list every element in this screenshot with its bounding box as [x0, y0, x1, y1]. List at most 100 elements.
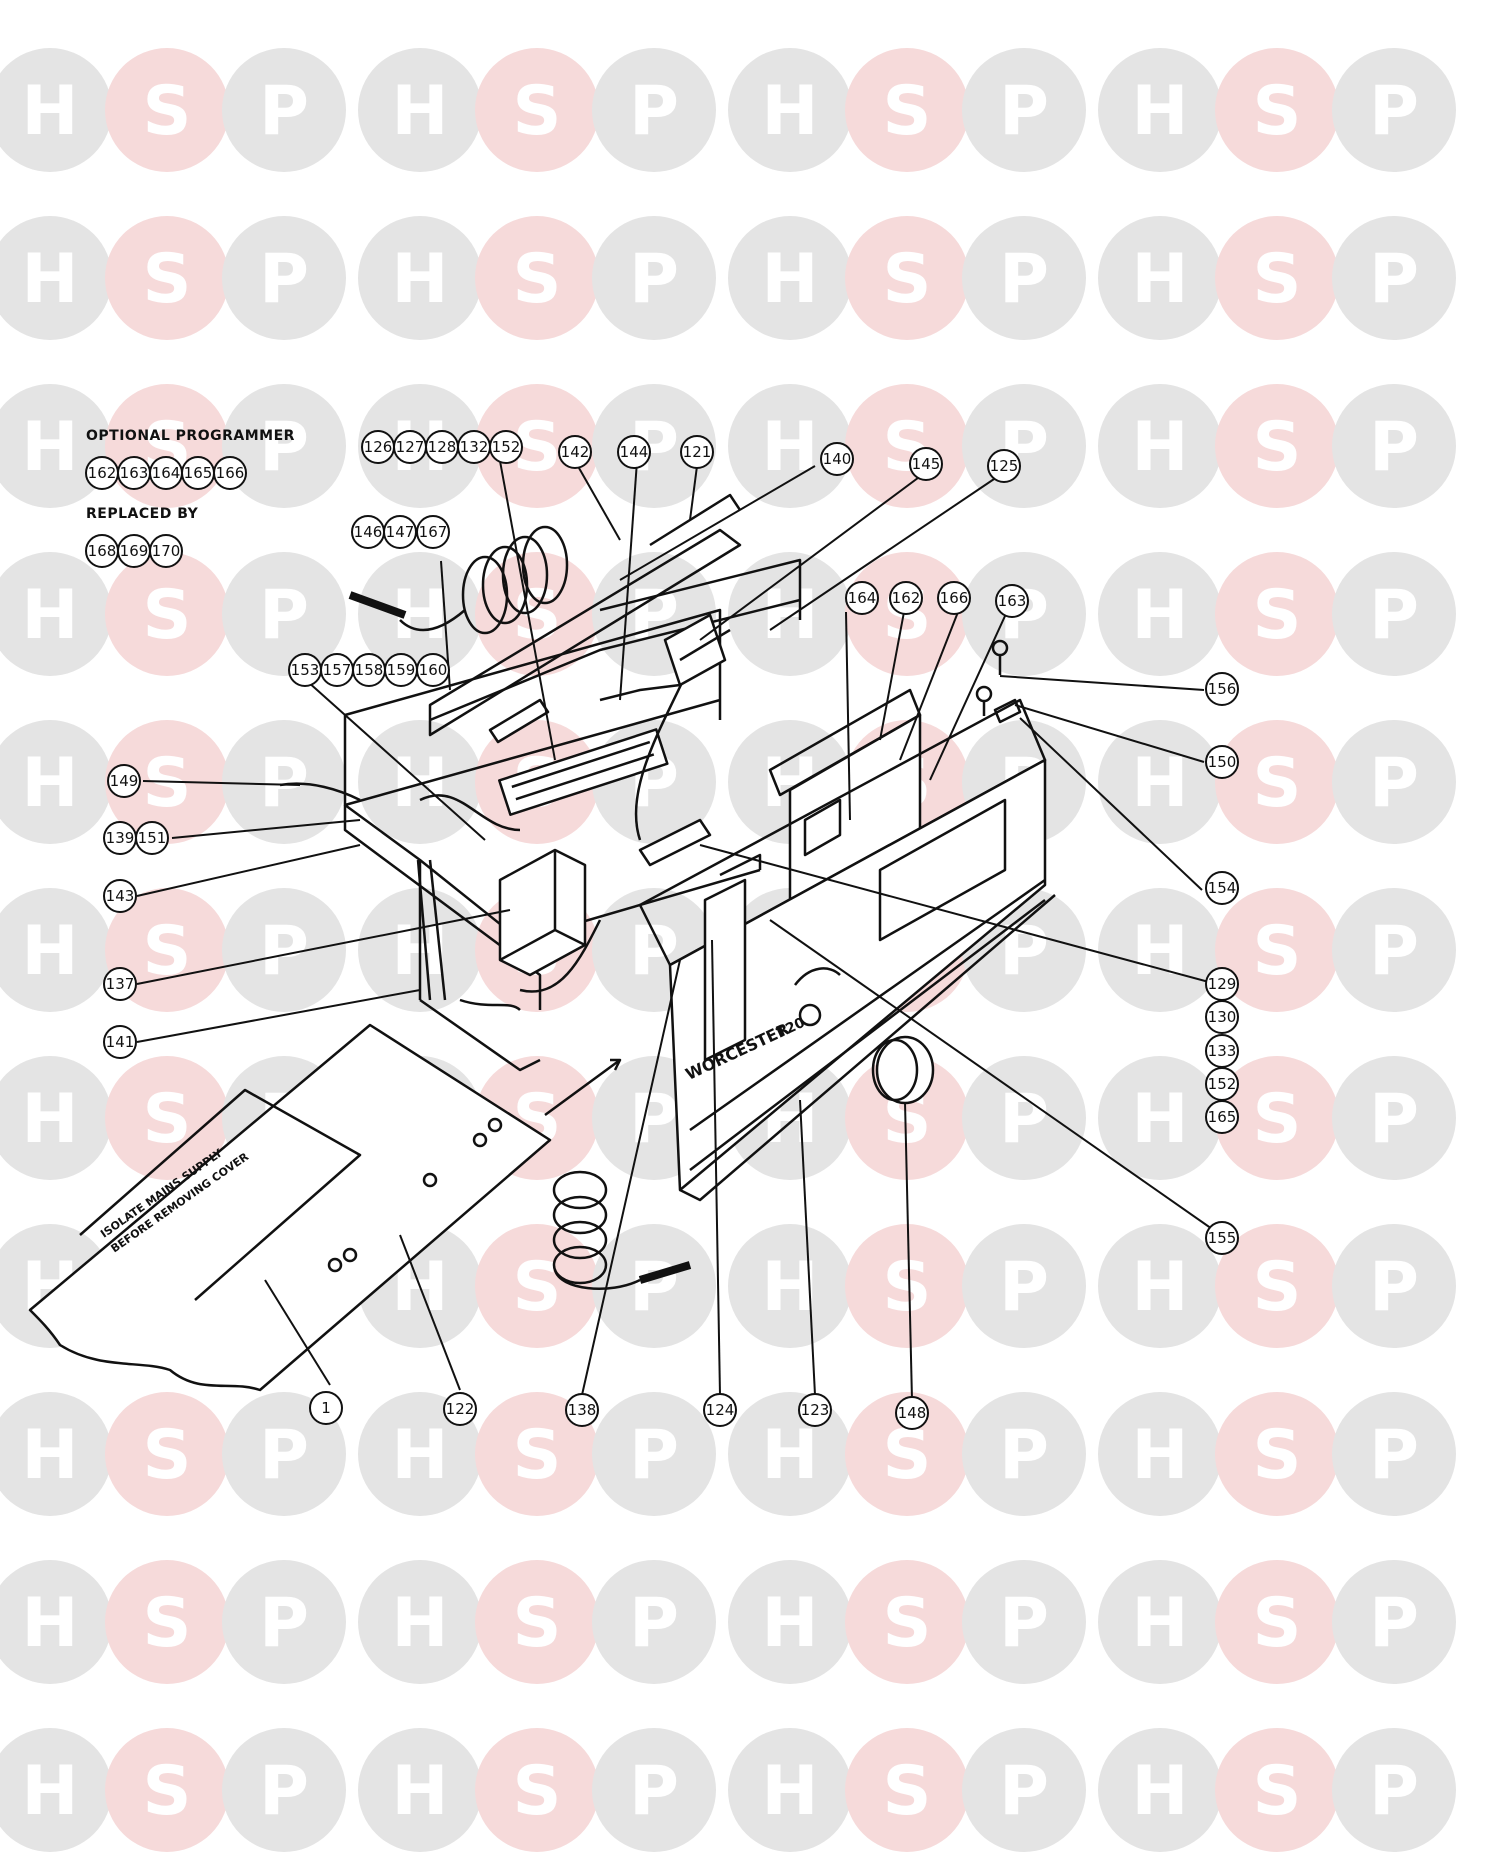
watermark-circle: [845, 1392, 969, 1516]
watermark-letter: P: [259, 408, 309, 487]
watermark-letter: S: [1253, 912, 1302, 991]
watermark-letter: S: [883, 1584, 932, 1663]
watermark-letter: S: [883, 1752, 932, 1831]
callout-121: 121: [683, 443, 712, 461]
watermark-letter: S: [143, 912, 192, 991]
watermark-circle: [222, 720, 346, 844]
callout-149: 149: [110, 772, 139, 790]
watermark-circle: [962, 216, 1086, 340]
watermark-letter: H: [22, 744, 79, 823]
watermark-circle: [1215, 216, 1339, 340]
callout-139: 139: [106, 829, 135, 847]
watermark-circle: [1332, 1224, 1456, 1348]
watermark-letter: P: [1369, 744, 1419, 823]
callout-166: 166: [940, 589, 969, 607]
callout-142: 142: [561, 443, 590, 461]
callout-159: 159: [387, 661, 416, 679]
callout-152-a: 152: [492, 438, 521, 456]
watermark-circle: [1098, 1056, 1222, 1180]
watermark-circle: [222, 384, 346, 508]
watermark-letter: S: [1253, 744, 1302, 823]
watermark-letter: P: [999, 1248, 1049, 1327]
replacement-part-169: 169: [120, 542, 149, 560]
watermark-letter: H: [392, 240, 449, 319]
callout-group-139: 139 151: [103, 821, 169, 855]
watermark-letter: P: [1369, 72, 1419, 151]
callout-group-153: 153 157 158 159 160: [288, 653, 450, 687]
replacement-part-170: 170: [152, 542, 181, 560]
watermark-letter: H: [22, 408, 79, 487]
watermark-circle: [1332, 552, 1456, 676]
callout-127: 127: [396, 438, 425, 456]
watermark-circle: [358, 1560, 482, 1684]
optional-part-164: 164: [152, 464, 181, 482]
watermark-letter: H: [762, 1752, 819, 1831]
watermark-letter: P: [259, 576, 309, 655]
watermark-letter: P: [259, 240, 309, 319]
watermark-circle: [1098, 48, 1222, 172]
watermark-circle: [962, 1056, 1086, 1180]
watermark-letter: H: [392, 1752, 449, 1831]
watermark-circle: [592, 1392, 716, 1516]
watermark-letter: H: [22, 72, 79, 151]
watermark-letter: H: [1132, 576, 1189, 655]
watermark-circle: [1098, 1224, 1222, 1348]
watermark-letter: H: [762, 1584, 819, 1663]
watermark-circle: [845, 1224, 969, 1348]
watermark-circle: [1332, 1056, 1456, 1180]
replacement-part-168: 168: [88, 542, 117, 560]
watermark-circle: [0, 216, 112, 340]
watermark-circle: [845, 48, 969, 172]
watermark-circle: [728, 216, 852, 340]
watermark-letter: P: [259, 1752, 309, 1831]
callout-122: 122: [446, 1400, 475, 1418]
watermark-circle: [222, 216, 346, 340]
watermark-circle: [1098, 1560, 1222, 1684]
watermark-circle: [222, 1560, 346, 1684]
optional-programmer-note: OPTIONAL PROGRAMMER: [86, 428, 295, 444]
watermark-letter: P: [999, 912, 1049, 991]
watermark-letter: P: [629, 1080, 679, 1159]
callout-1: 1: [321, 1399, 331, 1417]
watermark-letter: H: [762, 72, 819, 151]
watermark-letter: H: [1132, 1584, 1189, 1663]
watermark-circle: [475, 384, 599, 508]
callout-151: 151: [138, 829, 167, 847]
callout-157: 157: [323, 661, 352, 679]
watermark-letter: P: [629, 1752, 679, 1831]
watermark-circle: [728, 1560, 852, 1684]
watermark-circle: [592, 1560, 716, 1684]
watermark-circle: [1098, 216, 1222, 340]
optional-part-163: 163: [120, 464, 149, 482]
watermark-circle: [962, 1224, 1086, 1348]
watermark-letter: P: [1369, 1080, 1419, 1159]
watermark-circle: [845, 384, 969, 508]
watermark-circle: [0, 552, 112, 676]
leader-lines: [136, 460, 1226, 1401]
callout-167: 167: [419, 523, 448, 541]
watermark-circle: [1332, 216, 1456, 340]
watermark-letter: P: [1369, 1584, 1419, 1663]
watermark-circle: [475, 1728, 599, 1852]
watermark-letter: P: [259, 72, 309, 151]
watermark-letter: P: [629, 1584, 679, 1663]
watermark-letter: H: [22, 240, 79, 319]
watermark-circle: [1215, 384, 1339, 508]
watermark-letter: P: [629, 72, 679, 151]
watermark-letter: S: [883, 72, 932, 151]
watermark-letter: S: [143, 1080, 192, 1159]
watermark-letter: P: [999, 1416, 1049, 1495]
watermark-circle: [845, 1560, 969, 1684]
watermark-letter: H: [762, 1416, 819, 1495]
watermark-letter: H: [1132, 1752, 1189, 1831]
watermark-letter: P: [999, 1080, 1049, 1159]
watermark-letter: S: [883, 1248, 932, 1327]
callout-group-126: 126 127 128 132 152: [361, 430, 523, 464]
callout-128: 128: [428, 438, 457, 456]
watermark-circle: [1332, 384, 1456, 508]
callout-158: 158: [355, 661, 384, 679]
watermark-circle: [1215, 888, 1339, 1012]
watermark-circle: [592, 1224, 716, 1348]
callout-129: 129: [1208, 975, 1237, 993]
